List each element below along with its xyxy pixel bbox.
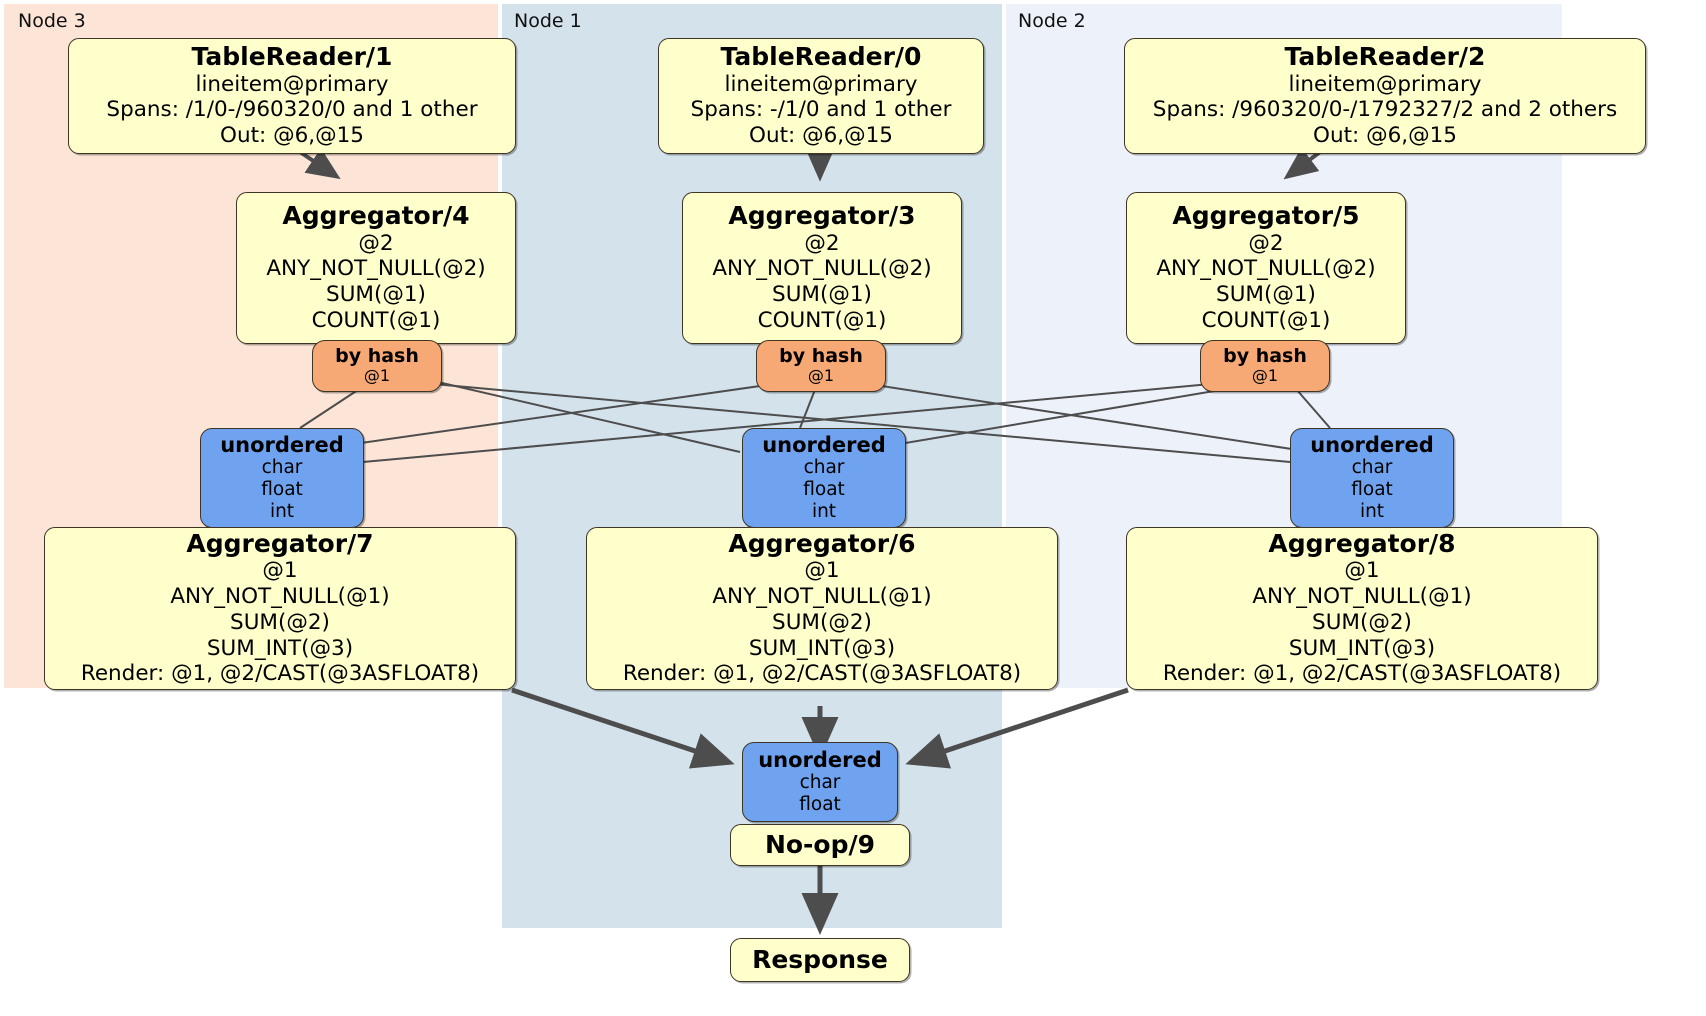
box-line: int bbox=[811, 500, 837, 522]
box-line: ANY_NOT_NULL(@2) bbox=[712, 256, 932, 282]
box-line: @1 bbox=[1344, 558, 1380, 584]
box-title: by hash bbox=[335, 345, 419, 368]
box-line: Render: @1, @2/CAST(@3ASFLOAT8) bbox=[80, 661, 480, 687]
box-line: lineitem@primary bbox=[724, 71, 918, 97]
box-tablereader2[interactable]: TableReader/2 lineitem@primary Spans: /9… bbox=[1124, 38, 1646, 154]
box-line: float bbox=[803, 479, 845, 501]
box-line: ANY_NOT_NULL(@2) bbox=[266, 256, 486, 282]
box-unordered-middle[interactable]: unordered char float int bbox=[742, 428, 906, 528]
box-line: char bbox=[261, 457, 303, 479]
box-line: @2 bbox=[358, 230, 394, 256]
box-line: int bbox=[1359, 500, 1385, 522]
box-title: Aggregator/6 bbox=[728, 528, 916, 558]
box-line: SUM(@1) bbox=[772, 282, 872, 308]
box-title: Aggregator/3 bbox=[728, 201, 916, 231]
box-line: char bbox=[1351, 457, 1393, 479]
box-line: SUM(@2) bbox=[1312, 609, 1412, 635]
box-line: lineitem@primary bbox=[1288, 71, 1482, 97]
node-label-node2: Node 2 bbox=[1018, 10, 1086, 32]
box-title: TableReader/0 bbox=[720, 42, 922, 72]
box-title: Aggregator/7 bbox=[186, 528, 374, 558]
box-aggregator5[interactable]: Aggregator/5 @2 ANY_NOT_NULL(@2) SUM(@1)… bbox=[1126, 192, 1406, 344]
box-line: Render: @1, @2/CAST(@3ASFLOAT8) bbox=[1162, 661, 1562, 687]
box-line: @2 bbox=[804, 230, 840, 256]
box-line: Out: @6,@15 bbox=[1313, 123, 1457, 149]
box-title: unordered bbox=[1310, 433, 1434, 458]
box-aggregator7[interactable]: Aggregator/7 @1 ANY_NOT_NULL(@1) SUM(@2)… bbox=[44, 527, 516, 690]
box-line: Spans: /1/0-/960320/0 and 1 other bbox=[106, 97, 478, 123]
box-byhash-left[interactable]: by hash @1 bbox=[312, 340, 442, 392]
box-byhash-right[interactable]: by hash @1 bbox=[1200, 340, 1330, 392]
box-line: int bbox=[269, 500, 295, 522]
box-line: ANY_NOT_NULL(@2) bbox=[1156, 256, 1376, 282]
box-line: @1 bbox=[804, 558, 840, 584]
box-aggregator3[interactable]: Aggregator/3 @2 ANY_NOT_NULL(@2) SUM(@1)… bbox=[682, 192, 962, 344]
box-line: SUM(@2) bbox=[772, 609, 872, 635]
box-title: by hash bbox=[779, 345, 863, 368]
box-line: SUM(@1) bbox=[1216, 282, 1316, 308]
box-noop9[interactable]: No-op/9 bbox=[730, 824, 910, 866]
box-line: @1 bbox=[262, 558, 298, 584]
box-line: COUNT(@1) bbox=[757, 308, 887, 334]
box-title: Aggregator/5 bbox=[1172, 201, 1360, 231]
box-line: Out: @6,@15 bbox=[220, 123, 364, 149]
box-line: float bbox=[799, 794, 841, 816]
box-line: lineitem@primary bbox=[195, 71, 389, 97]
box-title: TableReader/1 bbox=[191, 42, 393, 72]
box-response[interactable]: Response bbox=[730, 938, 910, 982]
box-unordered-final[interactable]: unordered char float bbox=[742, 742, 898, 822]
box-title: No-op/9 bbox=[764, 829, 876, 859]
box-title: unordered bbox=[762, 433, 886, 458]
node-label-node1: Node 1 bbox=[514, 10, 582, 32]
box-line: @2 bbox=[1248, 230, 1284, 256]
box-aggregator8[interactable]: Aggregator/8 @1 ANY_NOT_NULL(@1) SUM(@2)… bbox=[1126, 527, 1598, 690]
box-aggregator6[interactable]: Aggregator/6 @1 ANY_NOT_NULL(@1) SUM(@2)… bbox=[586, 527, 1058, 690]
box-line: SUM(@2) bbox=[230, 609, 330, 635]
box-line: char bbox=[799, 772, 841, 794]
box-line: Out: @6,@15 bbox=[749, 123, 893, 149]
box-byhash-middle[interactable]: by hash @1 bbox=[756, 340, 886, 392]
box-line: float bbox=[1351, 479, 1393, 501]
box-tablereader0[interactable]: TableReader/0 lineitem@primary Spans: -/… bbox=[658, 38, 984, 154]
box-line: ANY_NOT_NULL(@1) bbox=[712, 584, 932, 610]
node-label-node3: Node 3 bbox=[18, 10, 86, 32]
box-title: Aggregator/8 bbox=[1268, 528, 1456, 558]
box-unordered-left[interactable]: unordered char float int bbox=[200, 428, 364, 528]
box-title: unordered bbox=[758, 748, 882, 773]
box-line: @1 bbox=[807, 366, 835, 386]
box-line: Spans: /960320/0-/1792327/2 and 2 others bbox=[1152, 97, 1618, 123]
box-line: SUM_INT(@3) bbox=[1288, 635, 1436, 661]
box-aggregator4[interactable]: Aggregator/4 @2 ANY_NOT_NULL(@2) SUM(@1)… bbox=[236, 192, 516, 344]
box-line: char bbox=[803, 457, 845, 479]
box-line: @1 bbox=[1251, 366, 1279, 386]
box-title: TableReader/2 bbox=[1284, 42, 1486, 72]
box-line: SUM_INT(@3) bbox=[748, 635, 896, 661]
box-title: Response bbox=[752, 944, 888, 974]
box-line: Render: @1, @2/CAST(@3ASFLOAT8) bbox=[622, 661, 1022, 687]
box-title: unordered bbox=[220, 433, 344, 458]
box-line: SUM(@1) bbox=[326, 282, 426, 308]
box-tablereader1[interactable]: TableReader/1 lineitem@primary Spans: /1… bbox=[68, 38, 516, 154]
box-title: by hash bbox=[1223, 345, 1307, 368]
box-line: COUNT(@1) bbox=[1201, 308, 1331, 334]
box-title: Aggregator/4 bbox=[282, 201, 470, 231]
box-line: ANY_NOT_NULL(@1) bbox=[170, 584, 390, 610]
box-line: @1 bbox=[363, 366, 391, 386]
box-unordered-right[interactable]: unordered char float int bbox=[1290, 428, 1454, 528]
box-line: float bbox=[261, 479, 303, 501]
box-line: Spans: -/1/0 and 1 other bbox=[690, 97, 952, 123]
box-line: ANY_NOT_NULL(@1) bbox=[1252, 584, 1472, 610]
box-line: SUM_INT(@3) bbox=[206, 635, 354, 661]
box-line: COUNT(@1) bbox=[311, 308, 441, 334]
